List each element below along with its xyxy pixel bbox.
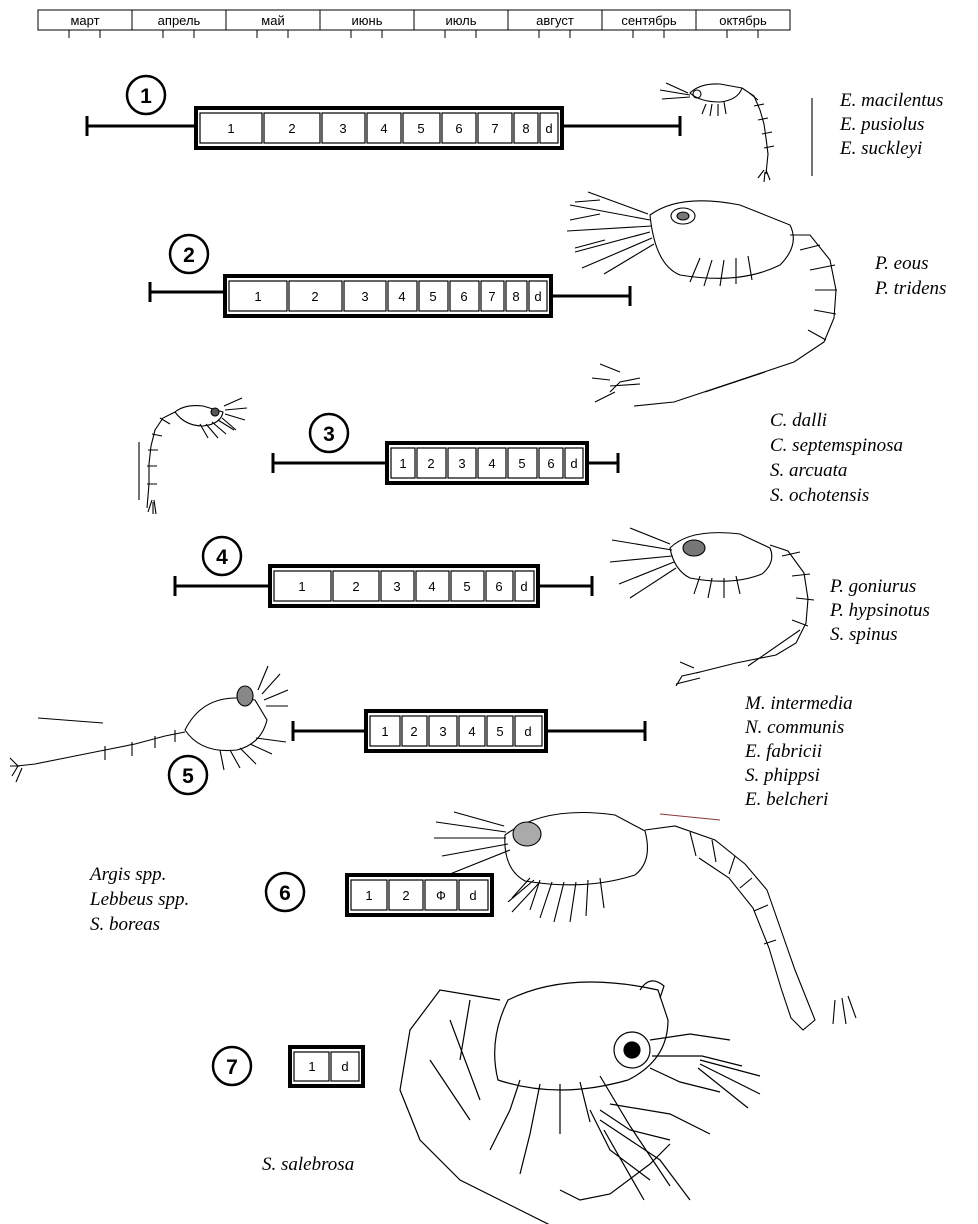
species-name: E. fabricii <box>744 741 822 762</box>
group-number: 2 <box>183 244 195 267</box>
larva-illustration <box>567 192 837 406</box>
stage-label: d <box>524 724 531 739</box>
stage-label: 3 <box>458 456 465 471</box>
species-name: S. phippsi <box>745 765 820 786</box>
stage-label: d <box>341 1059 348 1074</box>
stage-label: 2 <box>427 456 434 471</box>
stage-label: Ф <box>436 888 446 903</box>
group-6: 6 1 2 Ф d Argis spp. Lebbeus spp. S. bor… <box>88 812 856 1030</box>
stage-label: 7 <box>488 289 495 304</box>
larva-illustration <box>610 528 814 686</box>
species-name: M. intermedia <box>744 693 853 714</box>
stage-label: 1 <box>227 121 234 136</box>
stage-label: 4 <box>398 289 405 304</box>
species-name: E. suckleyi <box>839 138 922 159</box>
stage-label: 1 <box>365 888 372 903</box>
stage-label: 2 <box>288 121 295 136</box>
month-label: март <box>70 13 99 28</box>
larva-illustration <box>434 812 856 1030</box>
stage-label: 3 <box>361 289 368 304</box>
group-number: 5 <box>182 765 194 788</box>
month-label: июнь <box>352 13 383 28</box>
stage-label: 8 <box>522 121 529 136</box>
larva-illustration <box>139 398 247 514</box>
stage-label: 1 <box>381 724 388 739</box>
month-label: октябрь <box>719 13 767 28</box>
stage-label: 1 <box>399 456 406 471</box>
stage-label: d <box>520 579 527 594</box>
species-name: S. spinus <box>830 624 898 645</box>
stage-label: 3 <box>393 579 400 594</box>
stage-label: 2 <box>352 579 359 594</box>
larva-illustration <box>10 666 288 782</box>
larva-illustration <box>660 83 812 182</box>
stage-label: d <box>534 289 541 304</box>
stage-label: 4 <box>468 724 475 739</box>
stage-label: 6 <box>495 579 502 594</box>
species-name: S. boreas <box>90 914 160 935</box>
larva-illustration <box>400 981 760 1224</box>
month-label: апрель <box>158 13 201 28</box>
stage-label: d <box>570 456 577 471</box>
stage-label: 2 <box>402 888 409 903</box>
stage-label: 5 <box>518 456 525 471</box>
stage-label: 4 <box>380 121 387 136</box>
species-name: P. goniurus <box>829 576 916 597</box>
species-name: P. eous <box>874 253 928 274</box>
stage-label: 1 <box>298 579 305 594</box>
species-name: S. arcuata <box>770 460 847 481</box>
stage-label: 2 <box>410 724 417 739</box>
species-name: S. ochotensis <box>770 485 869 506</box>
group-4: 4 1 2 3 4 5 6 d P. goniurus P. hypsinotu… <box>175 528 930 686</box>
species-name: S. salebrosa <box>262 1154 354 1175</box>
stage-label: 3 <box>339 121 346 136</box>
month-label: май <box>261 13 284 28</box>
month-label: сентябрь <box>621 13 677 28</box>
species-name: P. tridens <box>874 278 946 299</box>
stage-label: 5 <box>496 724 503 739</box>
stage-label: d <box>545 121 552 136</box>
stage-label: 3 <box>439 724 446 739</box>
group-number: 3 <box>323 423 335 446</box>
stage-label: 1 <box>308 1059 315 1074</box>
stage-label: 5 <box>429 289 436 304</box>
species-name: C. dalli <box>770 410 827 431</box>
stage-label: 4 <box>488 456 495 471</box>
species-name: E. pusiolus <box>839 114 924 135</box>
group-3: 3 1 2 3 4 5 6 d C. dalli C. septemspinos… <box>139 398 903 514</box>
group-number: 1 <box>140 85 152 108</box>
group-2: 2 1 2 3 4 5 6 7 8 d P. eous P. tridens <box>150 192 946 406</box>
species-name: P. hypsinotus <box>829 600 930 621</box>
stage-label: 5 <box>463 579 470 594</box>
month-label: июль <box>445 13 476 28</box>
stage-label: 6 <box>455 121 462 136</box>
group-number: 4 <box>216 546 228 569</box>
stage-label: 4 <box>428 579 435 594</box>
group-7: 7 1 d S. salebrosa <box>213 981 760 1224</box>
stage-label: 6 <box>460 289 467 304</box>
species-name: Argis spp. <box>88 864 166 885</box>
species-name: Lebbeus spp. <box>89 889 189 910</box>
stage-label: 6 <box>547 456 554 471</box>
group-number: 6 <box>279 882 291 905</box>
stage-label: 7 <box>491 121 498 136</box>
month-label: август <box>536 13 574 28</box>
group-1: 1 1 2 3 4 5 6 7 8 d E. macilentus E. pus… <box>87 76 943 182</box>
species-name: E. macilentus <box>839 90 943 111</box>
species-name: C. septemspinosa <box>770 435 903 456</box>
stage-label: 8 <box>512 289 519 304</box>
month-timeline: март апрель май июнь июль август сентябр… <box>38 10 790 38</box>
group-number: 7 <box>226 1056 238 1079</box>
stage-label: d <box>469 888 476 903</box>
stage-label: 2 <box>311 289 318 304</box>
stage-label: 1 <box>254 289 261 304</box>
species-name: N. communis <box>744 717 844 738</box>
group-5: 5 1 2 3 4 5 d M. intermedia N. communis … <box>10 666 853 810</box>
species-name: E. belcheri <box>744 789 828 810</box>
stage-label: 5 <box>417 121 424 136</box>
